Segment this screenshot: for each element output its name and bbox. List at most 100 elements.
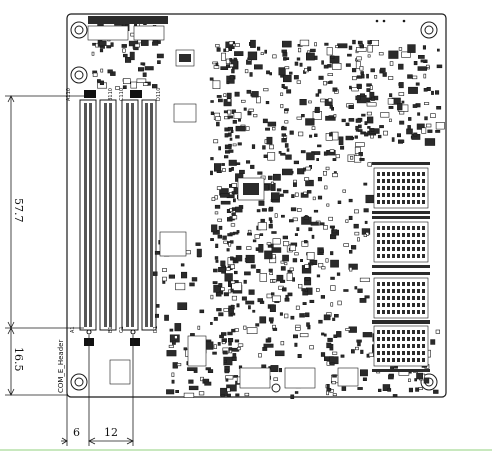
smd-component [368, 352, 374, 358]
smd-component [422, 233, 425, 237]
smd-component [422, 344, 425, 348]
smd-component [324, 185, 328, 190]
smd-component [359, 93, 365, 97]
smd-component [349, 85, 352, 90]
smd-component [248, 289, 255, 295]
smd-component [183, 347, 188, 351]
smd-component [422, 45, 427, 50]
smd-component [369, 85, 373, 90]
smd-component [402, 193, 405, 197]
smd-component [230, 312, 236, 316]
smd-component [281, 168, 293, 176]
smd-component [372, 272, 430, 275]
smd-component [407, 172, 410, 176]
smd-component [402, 186, 405, 190]
smd-component [387, 358, 390, 362]
smd-component [280, 152, 286, 156]
smd-component [317, 89, 322, 94]
smd-component [228, 149, 234, 153]
smd-component [179, 54, 191, 62]
smd-component [92, 72, 98, 77]
pin-label-b1: B1 [108, 326, 114, 333]
smd-component [422, 337, 425, 341]
mounting-holes [70, 21, 438, 393]
smd-component [319, 222, 325, 226]
smd-component [359, 277, 370, 282]
smd-component [213, 139, 219, 144]
smd-component [299, 39, 310, 47]
smd-component [327, 73, 333, 77]
smd-component [364, 295, 370, 299]
smd-component [397, 240, 400, 244]
smd-component [397, 247, 400, 251]
smd-component [389, 93, 393, 98]
smd-component [388, 374, 394, 380]
smd-component [392, 296, 395, 300]
smd-component [320, 295, 326, 299]
smd-component [412, 254, 415, 258]
smd-component [377, 240, 380, 244]
smd-component [280, 104, 284, 109]
smd-component [181, 271, 188, 279]
smd-component [392, 310, 395, 314]
smd-component [214, 204, 221, 209]
smd-component [220, 394, 225, 398]
smd-component [292, 182, 297, 187]
smd-component [333, 114, 337, 118]
smd-component [370, 96, 375, 101]
smd-component [387, 330, 390, 334]
smd-component [241, 296, 247, 301]
pin-label-a110: A110 [66, 88, 72, 101]
smd-component [141, 40, 149, 46]
smd-component [296, 227, 300, 232]
smd-component [159, 231, 187, 257]
smd-component [357, 237, 360, 242]
smd-component [198, 391, 205, 396]
smd-component [236, 245, 242, 250]
smd-component [284, 143, 289, 148]
smd-component [332, 158, 337, 161]
smd-component [352, 39, 356, 45]
smd-component [144, 66, 154, 71]
smd-component [276, 274, 284, 282]
smd-component [407, 378, 411, 382]
smd-component [377, 344, 380, 348]
smd-component [306, 190, 312, 194]
smd-component [402, 303, 405, 307]
smd-component [366, 111, 372, 116]
smd-component [233, 57, 237, 61]
smd-component [107, 69, 113, 74]
smd-component [223, 48, 227, 52]
smd-component [369, 128, 380, 134]
smd-component [207, 369, 214, 374]
smd-component [212, 281, 218, 285]
smd-component [227, 115, 233, 119]
smd-component [304, 276, 311, 281]
smd-component [364, 121, 368, 126]
smd-component [332, 317, 336, 321]
smd-component [232, 353, 237, 358]
smd-component [269, 72, 273, 76]
smd-component [228, 132, 232, 137]
smd-component [408, 117, 412, 121]
smd-component [276, 188, 282, 192]
smd-component [252, 239, 257, 243]
smd-component [341, 386, 347, 391]
smd-component [299, 313, 305, 318]
board-components [87, 16, 445, 399]
smd-component [345, 219, 349, 223]
smd-component [398, 63, 404, 70]
smd-component [228, 341, 232, 346]
smd-component [264, 250, 273, 260]
smd-component [308, 262, 314, 266]
smd-component [241, 99, 246, 103]
smd-component [305, 312, 310, 318]
smd-component [296, 80, 302, 84]
smd-component [233, 198, 236, 203]
smd-component [435, 329, 441, 334]
smd-component [307, 66, 312, 72]
smd-component [218, 98, 223, 103]
smd-component [270, 192, 280, 200]
smd-component [412, 193, 415, 197]
smd-component [234, 339, 240, 343]
